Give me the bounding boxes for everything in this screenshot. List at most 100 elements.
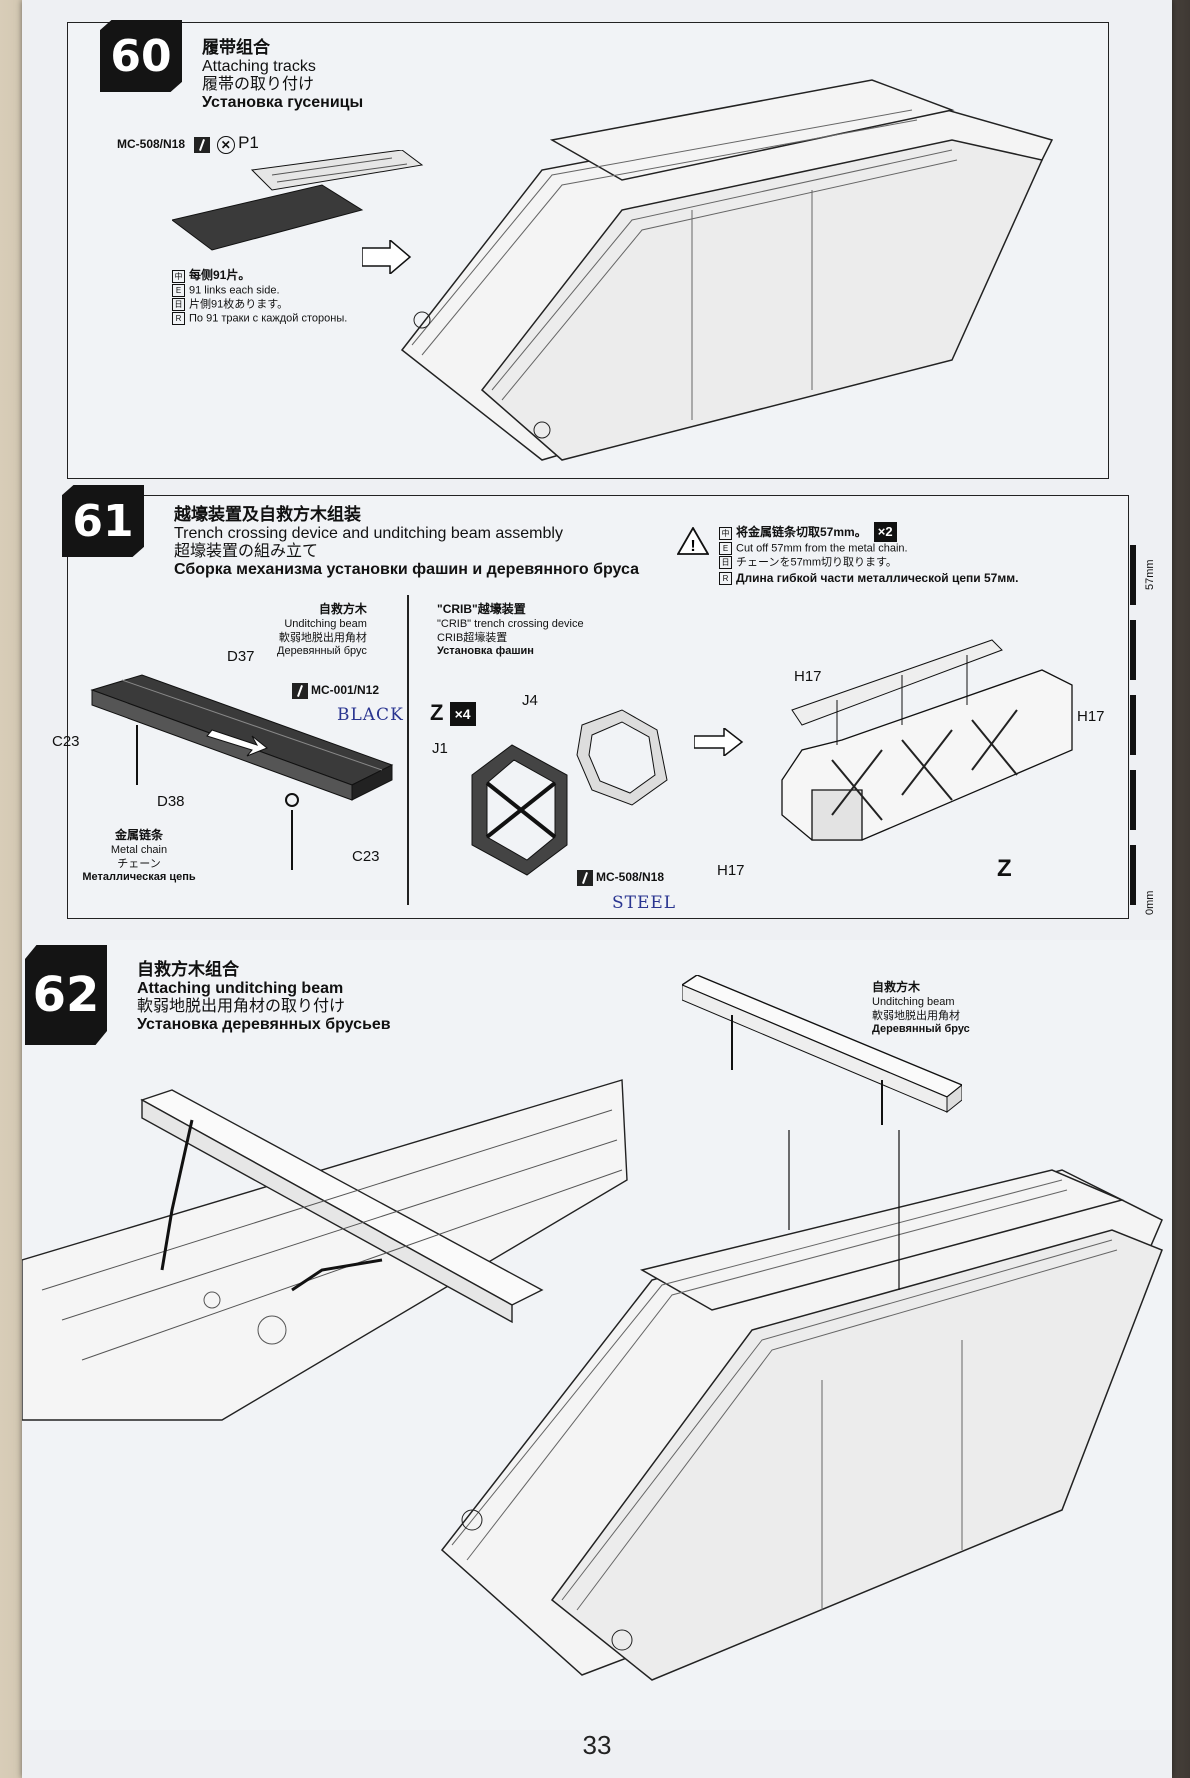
ruler-label-bottom: 0mm: [1144, 890, 1156, 915]
chain-length-ruler: [1130, 545, 1136, 910]
step-62-title-en: Attaching unditching beam: [137, 979, 344, 997]
lang-tag-jp: 日: [172, 297, 185, 311]
step-62-detail-drawing: [22, 1079, 628, 1421]
step-60-part-row: MC-508/N18 ✕ P1: [117, 133, 259, 154]
step-61-beam-jp: 軟弱地脱出用角材: [278, 631, 367, 644]
step-61-chain-en: Metal chain: [110, 843, 168, 856]
step-61-paint-beam: MC-001/N12: [292, 683, 379, 699]
step-60-part-code: MC-508/N18: [117, 137, 186, 151]
part-z-label-assembly: Z: [997, 855, 1012, 882]
step-60-title-ru: Установка гусеницы: [202, 94, 364, 112]
paint-brush-icon: [194, 136, 211, 153]
step-61-note-ru: Длина гибкой части металлической цепи 57…: [736, 570, 1019, 585]
svg-text:!: !: [690, 538, 695, 555]
lang-tag-jp: 日: [719, 556, 732, 570]
step-62-beam-ru: Деревянный брус: [872, 1023, 970, 1036]
step-60-track-link-drawing: [172, 150, 424, 251]
step-61-chain-caption: 金属链条 Metal chain チェーン Металлическая цепь: [44, 828, 234, 885]
step-61-chain-zh: 金属链条: [114, 828, 163, 842]
part-c23-label-left: C23: [52, 733, 80, 750]
arrow-right-icon: [694, 728, 744, 756]
step-60-title-zh: 履带组合: [202, 38, 270, 57]
step-61-beam-caption: 自救方木 Unditching beam 軟弱地脱出用角材 Деревянный…: [277, 602, 367, 659]
step-62-beam-zh: 自救方木: [872, 980, 921, 994]
step-61-beam-ru: Деревянный брус: [277, 645, 367, 658]
lang-tag-en: E: [172, 283, 185, 297]
lang-tag-zh: 中: [172, 269, 185, 283]
part-h17-label-bottom: H17: [717, 862, 745, 879]
step-62-title: 自救方木组合 Attaching unditching beam 軟弱地脱出用角…: [137, 960, 391, 1035]
step-61-note: 中将金属链条切取57mm。 ×2 E Cut off 57mm from the …: [719, 522, 1018, 586]
step-60-note-en: 91 links each side.: [189, 284, 280, 297]
paint-brush-icon: [292, 683, 308, 699]
step-61-note-zh: 将金属链条切取57mm。: [736, 525, 867, 539]
paint-brush-icon: [577, 870, 593, 886]
step-62-number: 62: [25, 945, 107, 1045]
step-61-beam-en: Unditching beam: [284, 617, 367, 630]
step-61-divider: [407, 595, 409, 905]
step-61-chain-ru: Металлическая цепь: [82, 871, 196, 884]
step-60-part-label: P1: [238, 133, 259, 152]
step-62-title-ru: Установка деревянных брусьев: [137, 1016, 391, 1034]
step-61-title-zh: 越壕装置及自救方木组装: [174, 505, 361, 524]
step-60-note-zh: 每侧91片。: [189, 268, 251, 282]
step-61-note-en: Cut off 57mm from the metal chain.: [736, 542, 908, 555]
warning-icon: !: [677, 527, 709, 555]
step-61-chain-jp: チェーン: [117, 857, 161, 870]
page-number: 33: [582, 1730, 612, 1760]
step-62-beam-caption: 自救方木 Unditching beam 軟弱地脱出用角材 Деревянный…: [872, 980, 970, 1037]
step-61-crib-en: "CRIB" trench crossing device: [437, 617, 584, 630]
instruction-page: 60 履带组合 Attaching tracks 履帯の取り付け Установ…: [22, 0, 1172, 1778]
step-62-title-jp: 軟弱地脱出用角材の取り付け: [137, 997, 346, 1015]
handwritten-steel-note: STEEL: [612, 893, 677, 913]
step-61-beam-zh: 自救方木: [318, 602, 367, 616]
step-61-paint-crib-code: MC-508/N18: [596, 870, 665, 885]
part-d37-label: D37: [227, 648, 255, 665]
step-62-beam-jp: 軟弱地脱出用角材: [872, 1009, 960, 1022]
handwritten-black-note: BLACK: [337, 705, 404, 725]
step-62-tank-drawing: [440, 1130, 1163, 1681]
step-61-crib-assembly-drawing: [781, 639, 1073, 841]
step-61-crib-zh: "CRIB"越壕装置: [437, 602, 526, 616]
step-60-title-en: Attaching tracks: [202, 57, 316, 75]
step-61-note-jp: チェーンを57mm切り取ります。: [736, 556, 897, 569]
part-c23-label-right: C23: [352, 848, 380, 865]
part-h17-label-top: H17: [794, 668, 822, 685]
step-61-paint-crib: MC-508/N18: [577, 870, 664, 886]
lang-tag-en: E: [719, 542, 732, 556]
part-j1-label: J1: [432, 740, 448, 757]
step-61-number: 61: [62, 485, 144, 557]
step-61-title-ru: Сборка механизма установки фашин и дерев…: [174, 561, 640, 579]
step-62-title-zh: 自救方木组合: [137, 960, 239, 979]
step-61-title: 越壕装置及自救方木组装 Trench crossing device and u…: [174, 505, 639, 580]
step-62-beam-en: Unditching beam: [872, 995, 955, 1008]
step-60-title-jp: 履帯の取り付け: [202, 75, 315, 93]
arrow-right-icon: [362, 240, 412, 274]
step-61-z-multiplier: Z ×4: [430, 700, 476, 727]
step-62-beam-drawing: [682, 975, 962, 1125]
part-h17-label-right: H17: [1077, 708, 1105, 725]
step-61-crib-caption: "CRIB"越壕装置 "CRIB" trench crossing device…: [437, 602, 584, 659]
lang-tag-ru: R: [172, 312, 185, 326]
step-61-crib-jp: CRIB超壕装置: [437, 631, 508, 644]
step-61-crib-frames-drawing: [471, 709, 668, 876]
lang-tag-zh: 中: [719, 526, 732, 540]
step-60-note-ru: По 91 траки с каждой стороны.: [189, 312, 348, 325]
part-j4-label: J4: [522, 692, 538, 709]
step-60-note-jp: 片側91枚あります。: [189, 298, 289, 311]
lang-tag-ru: R: [719, 572, 732, 586]
ruler-label-top: 57mm: [1144, 559, 1156, 590]
step-60-number: 60: [100, 20, 182, 92]
step-61-beam-drawing: [90, 674, 394, 870]
part-z-label: Z: [430, 700, 444, 725]
step-61-paint-beam-code: MC-001/N12: [311, 683, 380, 698]
step-60-title: 履带组合 Attaching tracks 履帯の取り付け Установка …: [202, 38, 363, 113]
part-z-count: ×4: [449, 702, 476, 727]
step-61-title-en: Trench crossing device and unditching be…: [174, 524, 563, 542]
step-61-note-multiplier: ×2: [873, 522, 897, 543]
step-61-crib-ru: Установка фашин: [437, 645, 534, 658]
step-60-tank-drawing: [400, 79, 1054, 461]
part-d38-label: D38: [157, 793, 185, 810]
step-61-title-jp: 超壕装置の組み立て: [174, 542, 319, 560]
step-60-note: 中每侧91片。 E 91 links each side. 日片側91枚あります。…: [172, 268, 347, 326]
